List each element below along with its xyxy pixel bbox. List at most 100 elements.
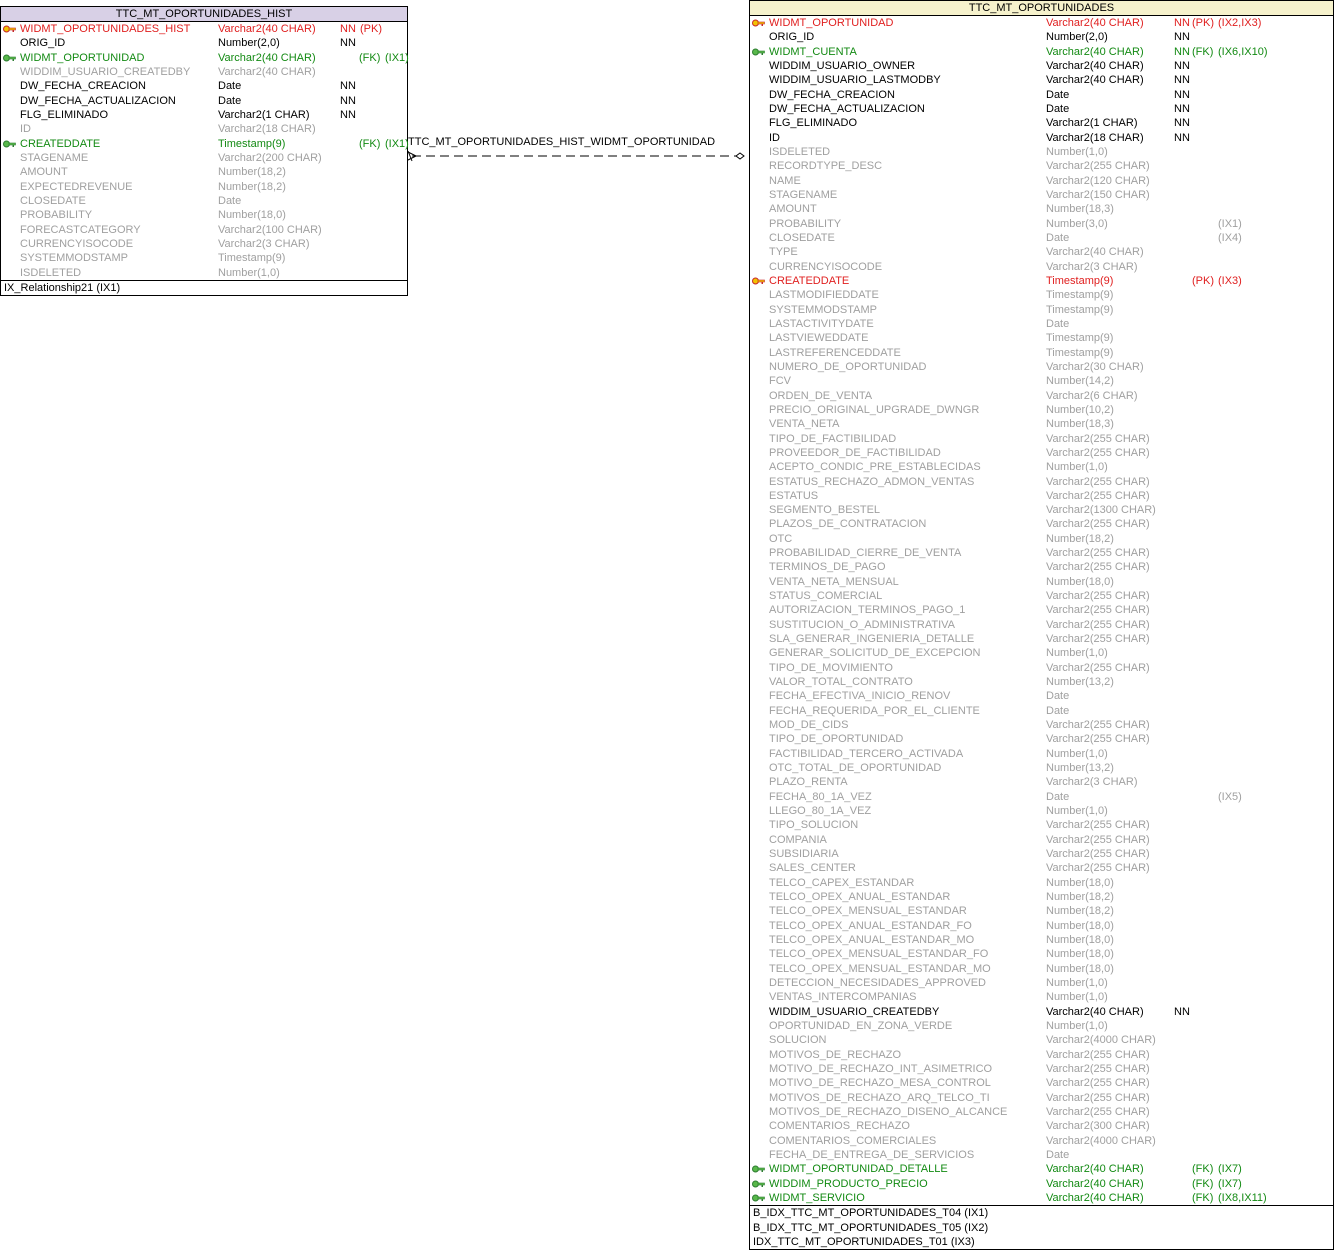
index-row[interactable]: IX_Relationship21 (IX1) (4, 281, 121, 294)
index-row[interactable]: B_IDX_TTC_MT_OPORTUNIDADES_T05 (IX2) (753, 1221, 989, 1234)
index-row[interactable]: B_IDX_TTC_MT_OPORTUNIDADES_T04 (IX1) (753, 1207, 989, 1220)
entity-ttc-mt-oportunidades-hist[interactable]: TTC_MT_OPORTUNIDADES_HIST WIDMT_OPORTUNI… (0, 6, 409, 297)
relationship-label[interactable]: TTC_MT_OPORTUNIDADES_HIST_WIDMT_OPORTUNI… (408, 136, 716, 148)
